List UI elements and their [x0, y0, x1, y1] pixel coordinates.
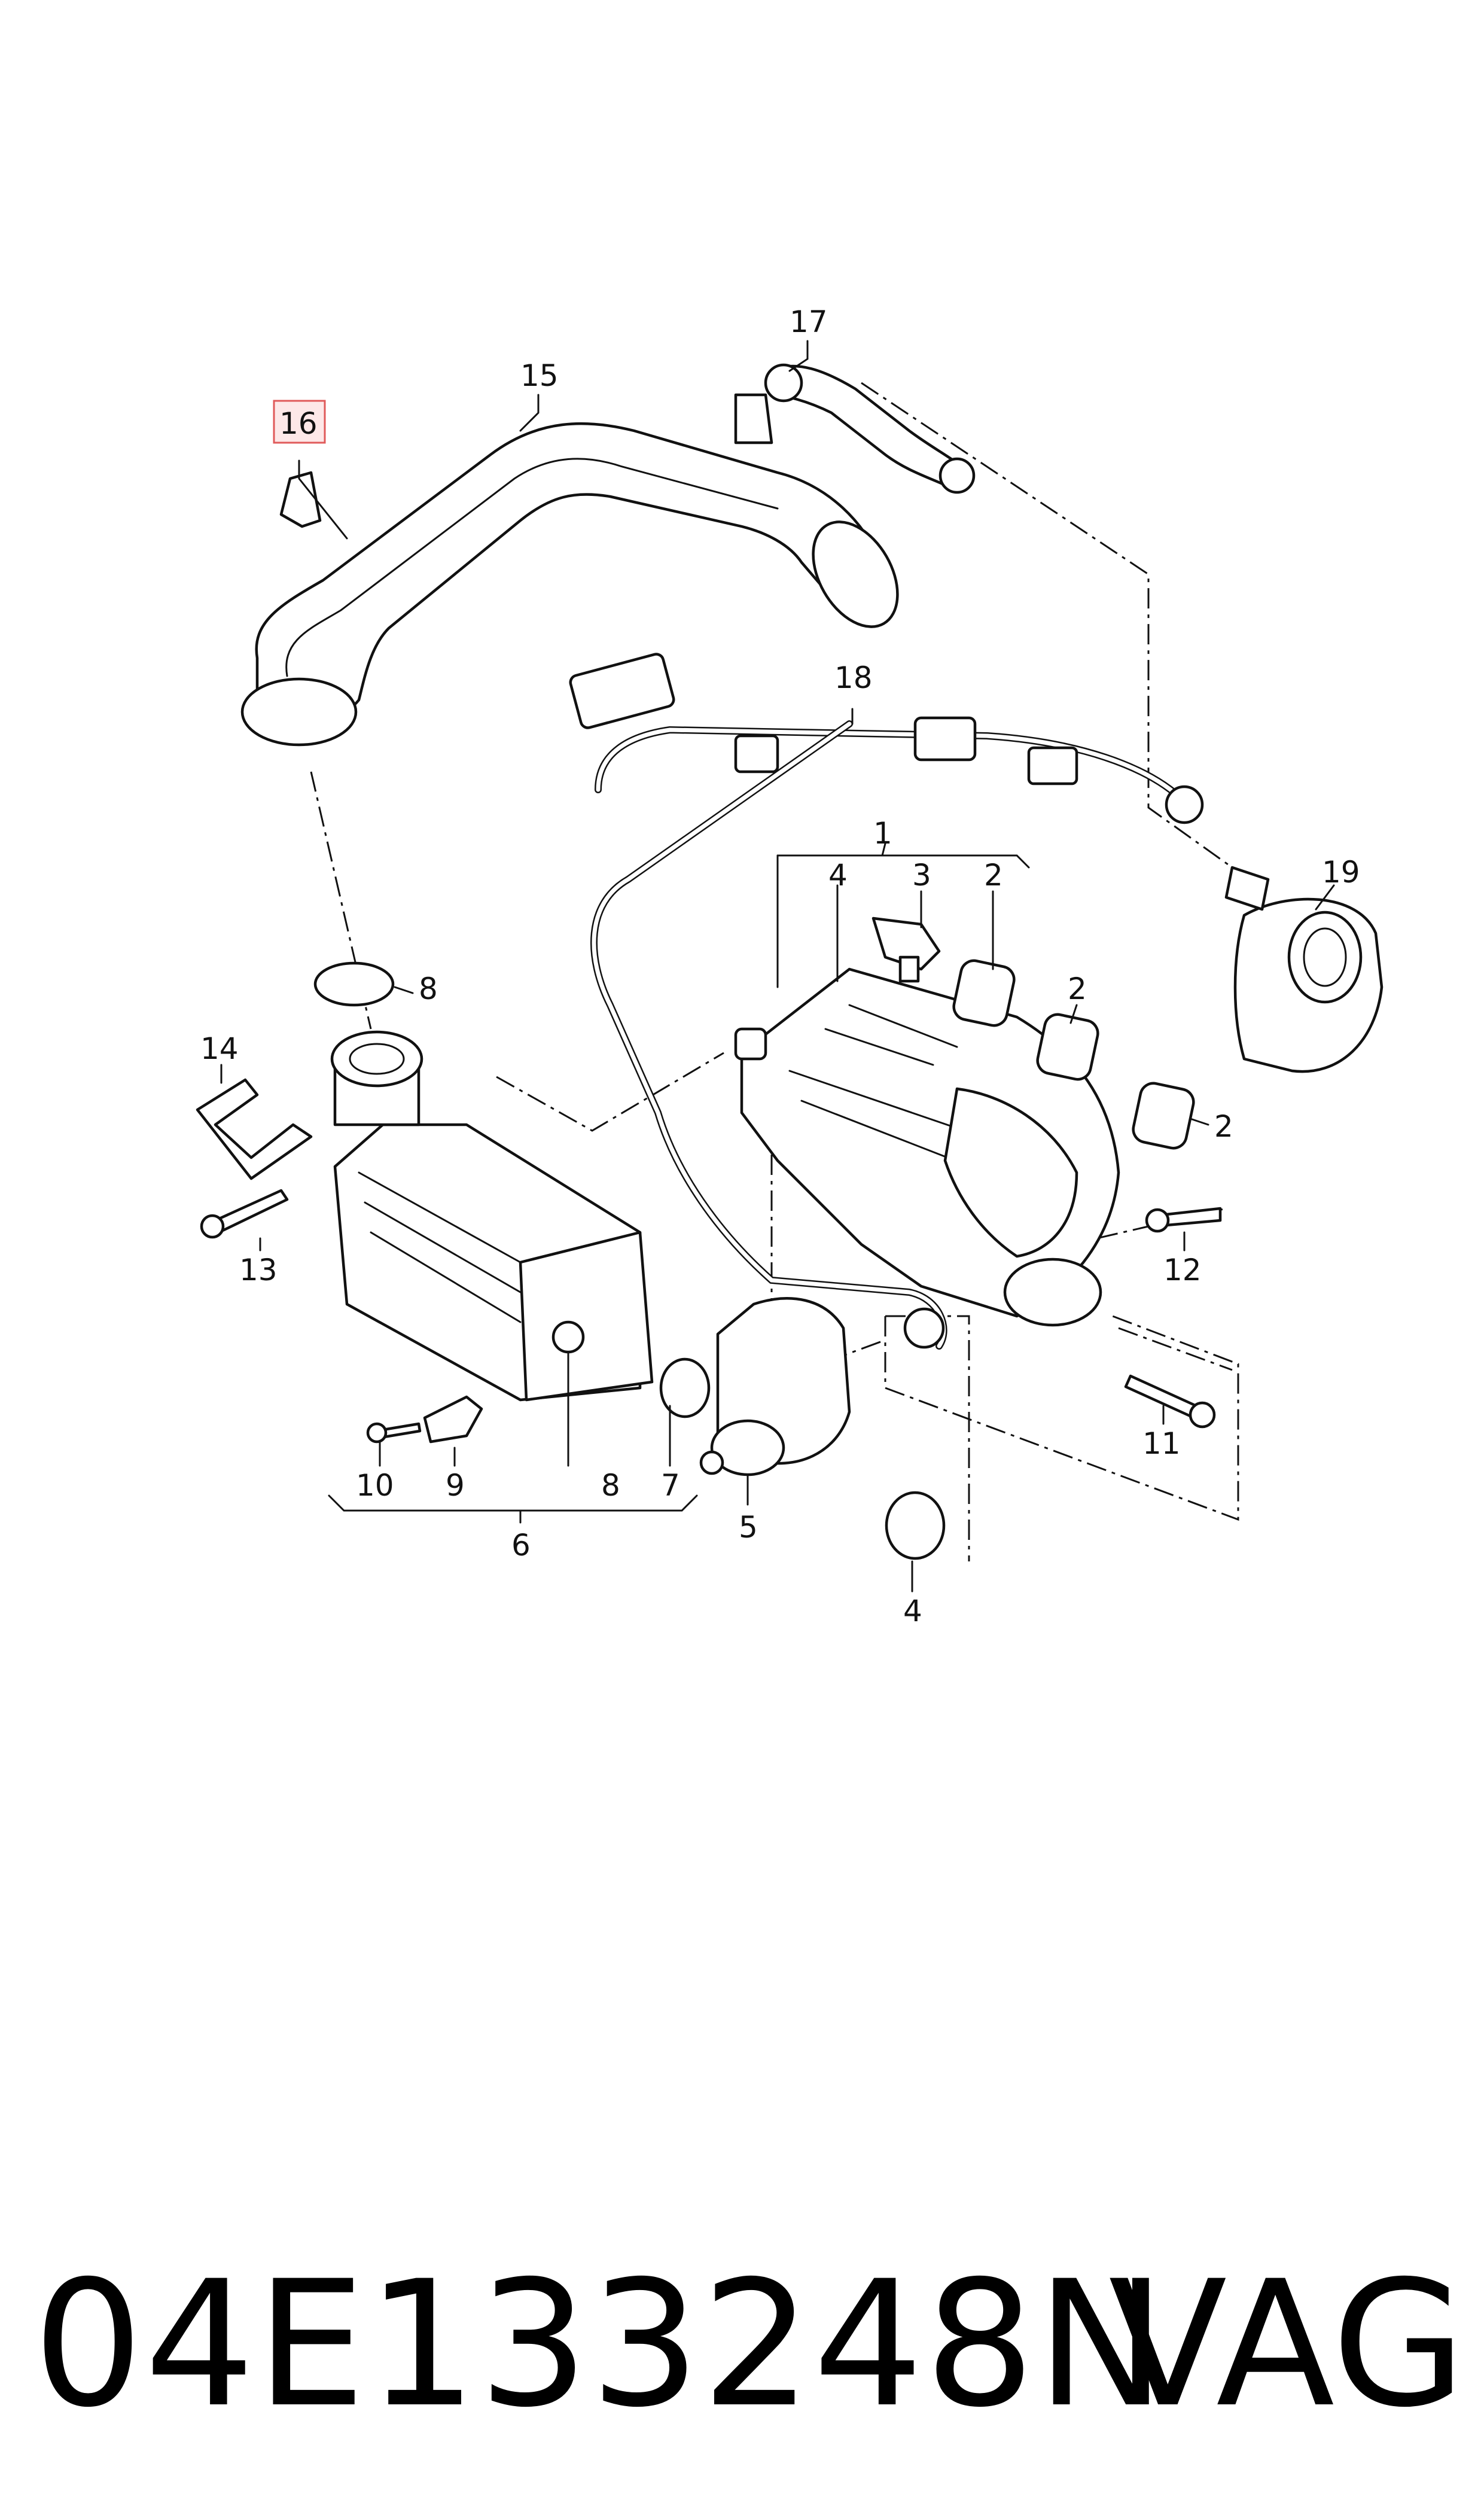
part-number: 04E133248N [33, 2244, 1168, 2446]
callout-7: 7 [661, 1468, 680, 1503]
pressure-tank [1224, 866, 1384, 1073]
manifold-gaskets [952, 959, 1195, 1150]
callout-16: 16 [279, 406, 318, 441]
brand-name: VAG [1108, 2244, 1466, 2446]
callout-13: 13 [239, 1253, 278, 1287]
callout-2: 2 [1214, 1109, 1233, 1144]
callout-4: 4 [903, 1594, 922, 1628]
callout-14: 14 [200, 1031, 239, 1066]
exploded-parts-diagram: 1 2 2 2 3 4 4 5 6 7 8 8 9 10 11 12 13 14… [196, 305, 1384, 1628]
footer: 04E133248N VAG [0, 2225, 1484, 2465]
egr-cooler [330, 1030, 654, 1402]
callout-15: 15 [520, 358, 559, 393]
callout-11: 11 [1142, 1426, 1181, 1461]
callout-12: 12 [1163, 1253, 1202, 1287]
callout-2: 2 [984, 858, 1003, 893]
bracket [196, 1078, 313, 1180]
callout-5: 5 [739, 1510, 758, 1545]
callout-8: 8 [601, 1468, 620, 1503]
leader-lines [220, 340, 1335, 1593]
callout-9: 9 [446, 1468, 465, 1503]
temperature-sensor [423, 1395, 483, 1444]
callout-17: 17 [790, 305, 828, 339]
vacuum-line [569, 653, 1204, 1350]
callout-3: 3 [912, 858, 931, 893]
pressure-sensor [871, 917, 941, 983]
callout-18: 18 [834, 660, 873, 695]
breather-hose [764, 363, 976, 494]
callout-labels: 1 2 2 2 3 4 4 5 6 7 8 8 9 10 11 12 13 14… [200, 305, 1360, 1628]
callout-16-highlight [273, 400, 326, 444]
egr-valve [699, 1297, 851, 1476]
seal-rings [313, 961, 946, 1560]
callout-19: 19 [1322, 855, 1360, 890]
bolts [200, 1189, 1222, 1444]
charge-air-pipe [240, 393, 899, 747]
callout-1: 1 [873, 816, 892, 851]
callout-10: 10 [356, 1468, 394, 1503]
callout-4: 4 [828, 858, 848, 893]
callout-8: 8 [419, 972, 438, 1006]
callout-2: 2 [1068, 972, 1087, 1006]
callout-6: 6 [511, 1528, 531, 1563]
intake-manifold [734, 967, 1120, 1327]
clip [279, 471, 322, 528]
